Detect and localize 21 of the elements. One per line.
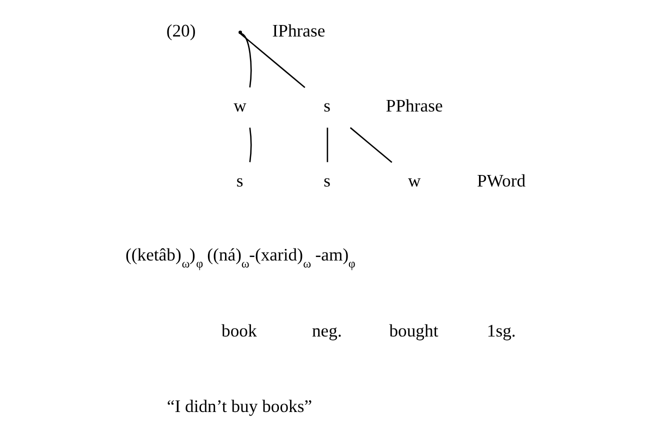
label: bought: [389, 320, 438, 341]
label: PPhrase: [386, 96, 443, 116]
node-text: s: [324, 96, 330, 116]
connector: [249, 128, 252, 162]
connector: [240, 32, 252, 88]
node-text: s: [236, 170, 244, 191]
connector: [326, 128, 328, 162]
node-text: w: [234, 96, 246, 116]
label: IPhrase: [272, 20, 326, 41]
connector: [240, 33, 306, 88]
label: ((ketâb)$_{ω}$)$_{φ}$ ((ná)$_{ω}$-(xarid)$_{ω}$ -am)$_{φ}$: [126, 244, 356, 271]
connector: [350, 127, 392, 163]
label: book: [222, 320, 257, 341]
node-text: s: [324, 170, 330, 191]
label: neg.: [312, 320, 342, 341]
label: PWord: [476, 170, 526, 191]
node-text: w: [408, 170, 421, 191]
node-point: [238, 30, 242, 34]
label: 1sg.: [486, 320, 516, 341]
label: “I didn’t buy books”: [166, 396, 312, 416]
label: (20): [166, 20, 196, 41]
